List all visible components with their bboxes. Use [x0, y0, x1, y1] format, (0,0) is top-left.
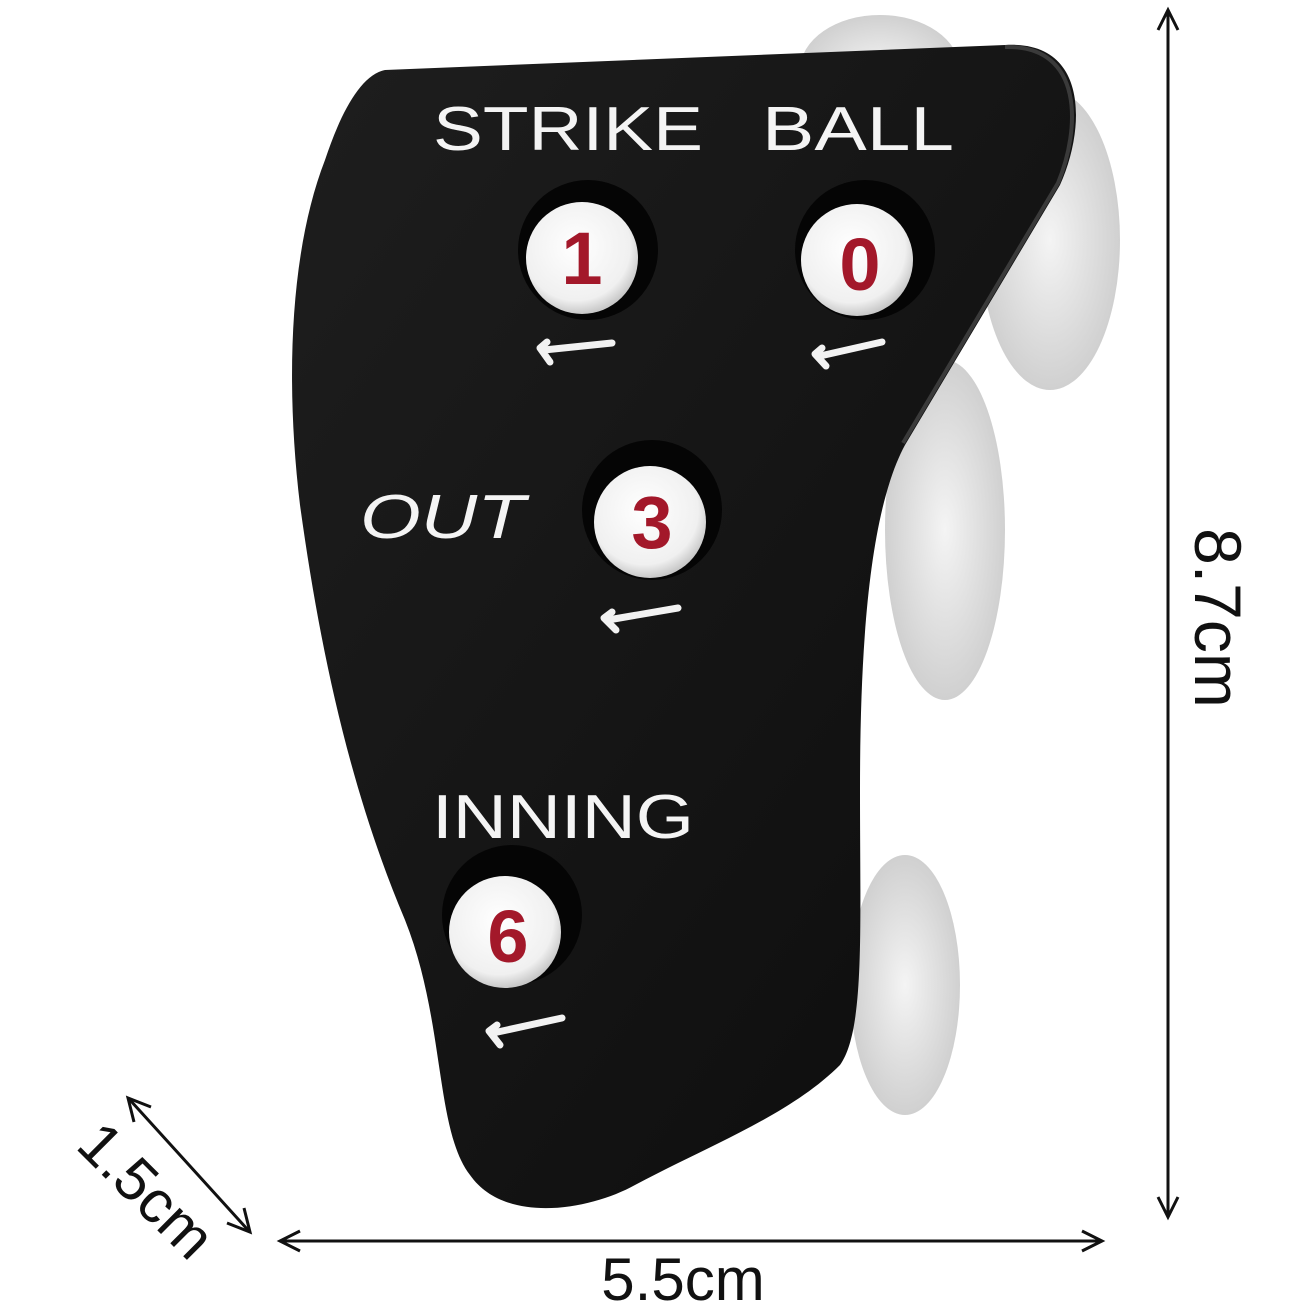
thumb-wheel-middle[interactable] — [885, 360, 1005, 700]
height-dimension-arrow — [1156, 6, 1180, 1221]
thumb-wheel-bottom[interactable] — [850, 855, 960, 1115]
body-edge-highlight — [901, 44, 1074, 445]
height-label: 8.7cm — [1181, 528, 1255, 708]
strike-count: 1 — [561, 217, 602, 300]
strike-label: STRIKE — [433, 95, 703, 164]
thickness-dimension-arrow — [125, 1095, 253, 1235]
inning-counter-window — [449, 876, 561, 988]
ball-counter-window — [801, 204, 913, 316]
inning-label: INNING — [432, 783, 694, 852]
strike-advance-arrow-icon[interactable] — [536, 338, 616, 366]
width-dimension-arrow — [276, 1229, 1106, 1253]
ball-count: 0 — [839, 223, 880, 306]
inning-advance-arrow-icon[interactable] — [485, 1014, 566, 1049]
out-advance-arrow-icon[interactable] — [600, 604, 682, 634]
inning-count: 6 — [487, 895, 528, 978]
out-label: OUT — [360, 483, 530, 552]
ball-advance-arrow-icon[interactable] — [811, 338, 886, 370]
ball-label: BALL — [762, 95, 954, 164]
width-label: 5.5cm — [601, 1246, 764, 1309]
strike-counter-window — [526, 202, 638, 314]
out-counter-window — [594, 466, 706, 578]
out-count: 3 — [631, 481, 672, 564]
thickness-label: 1.5cm — [65, 1109, 228, 1272]
